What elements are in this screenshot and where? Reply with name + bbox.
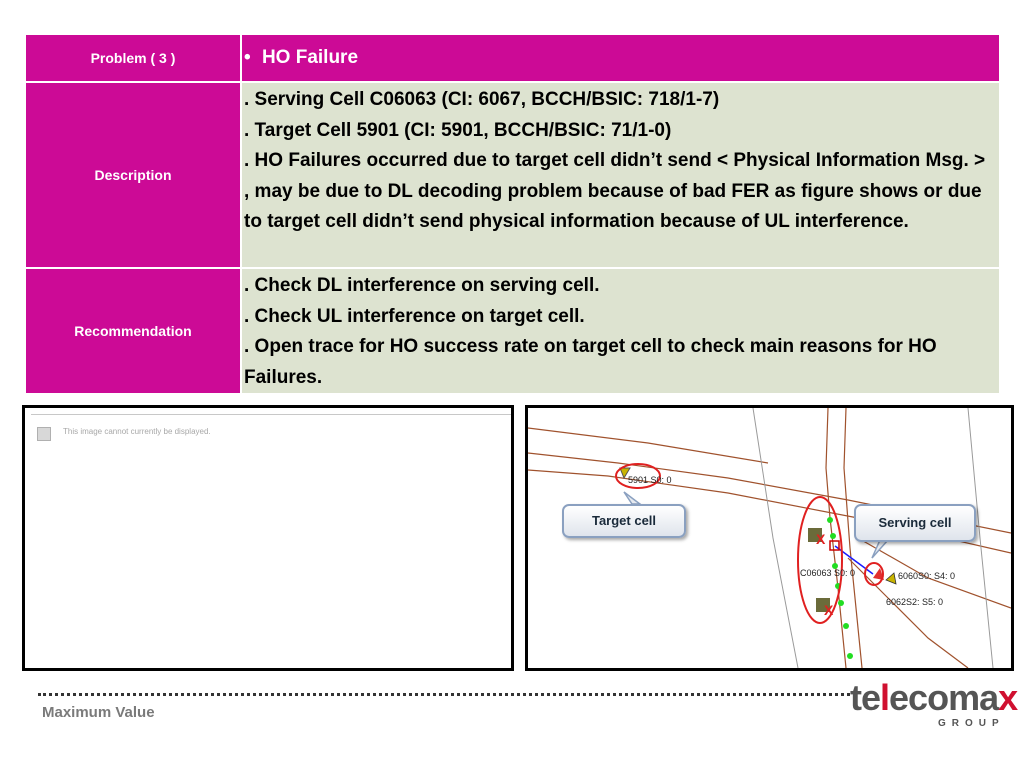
description-line: . HO Failures occurred due to target cel…: [244, 150, 986, 232]
recommendation-line: . Open trace for HO success rate on targ…: [244, 336, 937, 388]
fail-cluster-ring: [797, 496, 843, 624]
target-fail-ring: [615, 463, 661, 489]
road: [857, 537, 1011, 609]
broken-image-icon: [37, 427, 51, 441]
drive-point: [832, 563, 838, 569]
recommendation-row: Recommendation . Check DL interference o…: [26, 268, 999, 393]
target-callout-pointer: [623, 491, 643, 505]
image-frame: This image cannot currently be displayed…: [31, 414, 511, 668]
recommendation-text: . Check DL interference on serving cell.…: [241, 268, 999, 393]
logo-part: x: [998, 677, 1018, 718]
footer-divider: [38, 693, 850, 696]
logo-group-text: GROUP: [938, 718, 1005, 729]
road: [825, 408, 847, 668]
road: [847, 557, 969, 668]
serving-cell-sector-icon: [873, 568, 884, 580]
description-label: Description: [26, 82, 242, 269]
description-line: . Target Cell 5901 (CI: 5901, BCCH/BSIC:…: [244, 119, 672, 141]
site-6060-label: 6060S0: S4: 0: [898, 571, 955, 581]
problem-title-cell: • HO Failure: [241, 35, 999, 83]
site-6060-sector-icon: [885, 572, 897, 585]
road: [843, 408, 863, 668]
drive-point: [830, 533, 836, 539]
problem-title: HO Failure: [261, 47, 359, 68]
fail-marker-icon: [816, 598, 830, 612]
bullet: •: [244, 47, 251, 68]
logo-part: te: [850, 677, 881, 718]
serving-cell-callout: Serving cell: [854, 504, 976, 542]
serving-fail-ring: [864, 562, 884, 586]
logo-part: ecoma: [889, 677, 999, 718]
serving-site-label: C06063 S0: 0: [800, 568, 855, 578]
image-error-message: This image cannot currently be displayed…: [63, 427, 211, 436]
site-6062-label: 6062S2: S5: 0: [886, 597, 943, 607]
fail-marker-icon: [808, 528, 822, 542]
recommendation-line: . Check UL interference on target cell.: [244, 305, 585, 327]
problem-label: Problem ( 3 ): [26, 35, 242, 83]
drive-point: [843, 623, 849, 629]
footer-tagline: Maximum Value: [42, 704, 155, 721]
description-line: . Serving Cell C06063 (CI: 6067, BCCH/BS…: [244, 89, 720, 110]
rail-line: [967, 408, 994, 668]
description-text: . Serving Cell C06063 (CI: 6067, BCCH/BS…: [241, 82, 999, 269]
grey-lines: [752, 408, 994, 668]
road: [528, 427, 769, 464]
serving-cell-marker: [829, 540, 840, 551]
problem-table: Problem ( 3 ) • HO Failure Description .…: [26, 35, 999, 393]
drive-point: [827, 517, 833, 523]
serving-callout-pointer: [871, 539, 890, 559]
description-row: Description . Serving Cell C06063 (CI: 6…: [26, 82, 999, 269]
recommendation-line: . Check DL interference on serving cell.: [244, 275, 600, 296]
target-site-label: 5901 S0: 0: [628, 475, 672, 485]
fail-marker-group: X X: [808, 528, 834, 618]
logo-part: l: [880, 677, 890, 718]
drive-point: [847, 653, 853, 659]
logo-wordmark: telecomax: [850, 676, 1018, 720]
image-placeholder: This image cannot currently be displayed…: [22, 405, 514, 671]
recommendation-label: Recommendation: [26, 268, 242, 393]
rail-line: [752, 408, 799, 668]
fail-marker-text: X: [816, 531, 826, 547]
drive-test-map: X X 5901 S0: 0 C06063 S0: 0 6060S0: S4: …: [525, 405, 1014, 671]
target-cell-sector-icon: [619, 467, 631, 480]
target-cell-callout: Target cell: [562, 504, 686, 538]
fail-marker-text: X: [824, 602, 834, 618]
drive-point: [838, 600, 844, 606]
drive-test-points: [827, 517, 853, 659]
telecomax-logo: telecomax GROUP: [850, 676, 1018, 736]
problem-row: Problem ( 3 ) • HO Failure: [26, 35, 999, 83]
